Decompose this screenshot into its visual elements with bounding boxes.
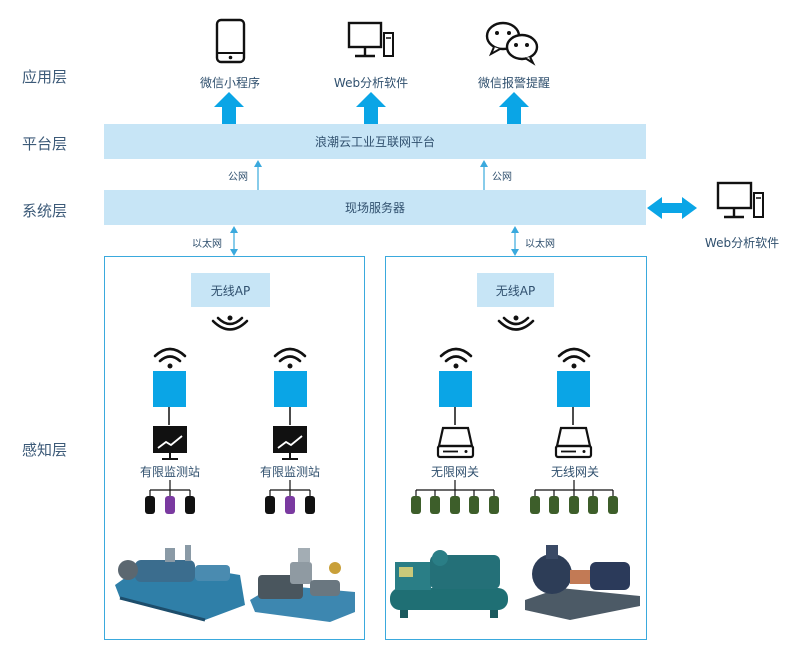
arrow-up-icon-2	[356, 92, 386, 124]
external-web-software-label: Web分析软件	[704, 236, 780, 250]
left-ap-label: 无线AP	[210, 283, 251, 298]
ethernet-arrow-left	[230, 226, 238, 256]
sensor-tree-4	[530, 480, 618, 514]
server-bar: 现场服务器	[104, 190, 646, 225]
arrow-up-icon-1	[214, 92, 244, 124]
app-label-mini-program: 微信小程序	[199, 76, 260, 90]
right-ap-signal-icon	[497, 315, 535, 331]
layer-label-application: 应用层	[22, 68, 68, 86]
app-label-wechat-alarm: 微信报警提醒	[477, 76, 550, 90]
right-ap-label: 无线AP	[495, 283, 536, 298]
link-label-ethernet-right: 以太网	[525, 239, 555, 250]
sensor-node-box	[439, 371, 472, 407]
station-label-1: 有限监测站	[139, 465, 200, 479]
wifi-icon	[557, 347, 591, 369]
sensor-tree-3	[411, 480, 499, 514]
wechat-icon	[485, 21, 539, 66]
sensor-node-box	[557, 371, 590, 407]
link-label-public-right: 公网	[492, 172, 512, 183]
node-column-3	[439, 347, 473, 425]
gateway-label-2: 无线网关	[550, 465, 599, 479]
layer-label-system: 系统层	[22, 202, 68, 220]
wifi-icon	[153, 347, 187, 369]
smartphone-icon	[215, 18, 246, 64]
monitor-chart-icon-2	[273, 426, 307, 460]
arrow-up-icon-3	[499, 92, 529, 124]
external-computer-icon	[716, 181, 764, 219]
computer-icon	[347, 21, 394, 58]
sensor-tree-2	[265, 480, 315, 514]
server-bar-label: 现场服务器	[344, 201, 405, 215]
node-column-4	[557, 347, 591, 425]
layer-label-perception: 感知层	[22, 441, 68, 459]
wifi-icon	[273, 347, 307, 369]
left-ap-signal-icon	[211, 315, 249, 331]
platform-bar-label: 浪潮云工业互联网平台	[314, 135, 435, 149]
layer-label-platform: 平台层	[22, 135, 68, 153]
node-column-1	[153, 347, 187, 425]
ethernet-arrow-right	[511, 226, 519, 256]
router-icon-2	[554, 426, 593, 459]
equipment-centrifugal-pump-illustration-4	[525, 545, 640, 620]
station-label-2: 有限监测站	[259, 465, 320, 479]
platform-bar: 浪潮云工业互联网平台	[104, 124, 646, 159]
sensor-tree-1	[145, 480, 195, 514]
external-double-arrow-icon	[647, 197, 697, 219]
router-icon-1	[436, 426, 475, 459]
equipment-pump-unit-illustration-2	[250, 548, 355, 622]
equipment-compressor-illustration-1	[115, 545, 245, 622]
public-net-arrow-right	[480, 160, 488, 190]
right-wireless-ap: 无线AP	[477, 273, 554, 307]
link-label-ethernet-left: 以太网	[192, 239, 222, 250]
gateway-label-1: 无限网关	[430, 465, 479, 479]
link-label-public-left: 公网	[228, 172, 248, 183]
left-wireless-ap: 无线AP	[191, 273, 270, 307]
monitor-chart-icon-1	[153, 426, 187, 460]
app-label-web-software: Web分析软件	[333, 76, 409, 90]
sensor-node-box	[153, 371, 186, 407]
wifi-icon	[439, 347, 473, 369]
equipment-chiller-illustration-3	[390, 550, 508, 618]
sensor-node-box	[274, 371, 307, 407]
public-net-arrow-left	[254, 160, 262, 190]
node-column-2	[273, 347, 307, 425]
